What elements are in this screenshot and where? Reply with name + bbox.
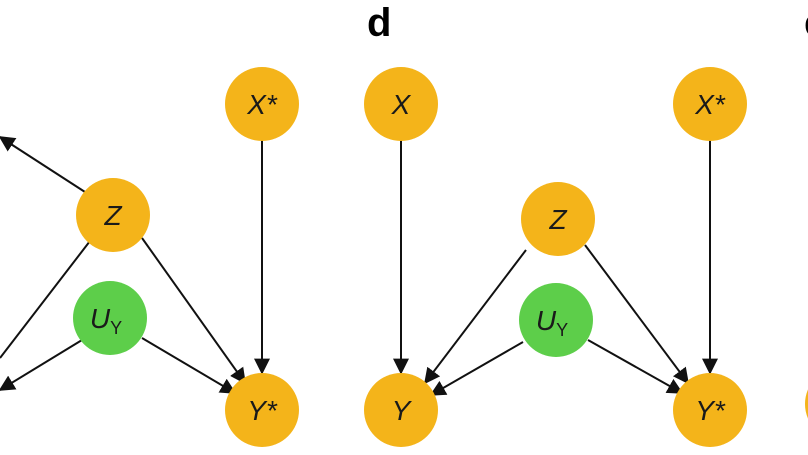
node-label-x-d: X: [391, 89, 412, 120]
edge-u-to-ystar: [141, 337, 237, 394]
edge-u-to-offscreen-left: [0, 339, 83, 391]
node-uy-d: UY: [519, 283, 593, 357]
edge-z-to-ystar-d: [584, 244, 689, 385]
panel-letter-e: e: [804, 1, 808, 45]
node-partial-e: [805, 389, 808, 419]
edge-u-to-y: [429, 341, 524, 396]
node-label-ystar-d: Y*: [695, 395, 726, 426]
node-z-d: Z: [521, 182, 595, 256]
node-ystar: Y*: [225, 373, 299, 447]
node-label-xstar-d: X*: [694, 89, 726, 120]
node-z: Z: [76, 178, 150, 252]
edge-z-to-offscreen-topleft: [0, 136, 86, 193]
node-label-xstar: X*: [246, 89, 278, 120]
edge-z-to-y: [424, 249, 527, 385]
node-ystar-d: Y*: [673, 373, 747, 447]
node-label-z-d: Z: [548, 204, 567, 235]
node-xstar: X*: [225, 67, 299, 141]
node-label-z: Z: [103, 200, 122, 231]
node-label-ystar: Y*: [247, 395, 278, 426]
node-x-d: X: [364, 67, 438, 141]
edge-z-to-ystar: [141, 237, 246, 385]
node-label-u-d: UY: [536, 305, 568, 340]
panel-letter-d: d: [367, 1, 391, 45]
node-label-u: UY: [90, 303, 122, 338]
edge-z-to-offscreen-left: [0, 240, 91, 359]
node-y-d: Y: [364, 373, 438, 447]
node-xstar-d: X*: [673, 67, 747, 141]
edges: [0, 136, 718, 396]
edge-u-to-ystar-d: [587, 339, 684, 394]
node-label-y-d: Y: [392, 395, 413, 426]
node-uy: UY: [73, 281, 147, 355]
